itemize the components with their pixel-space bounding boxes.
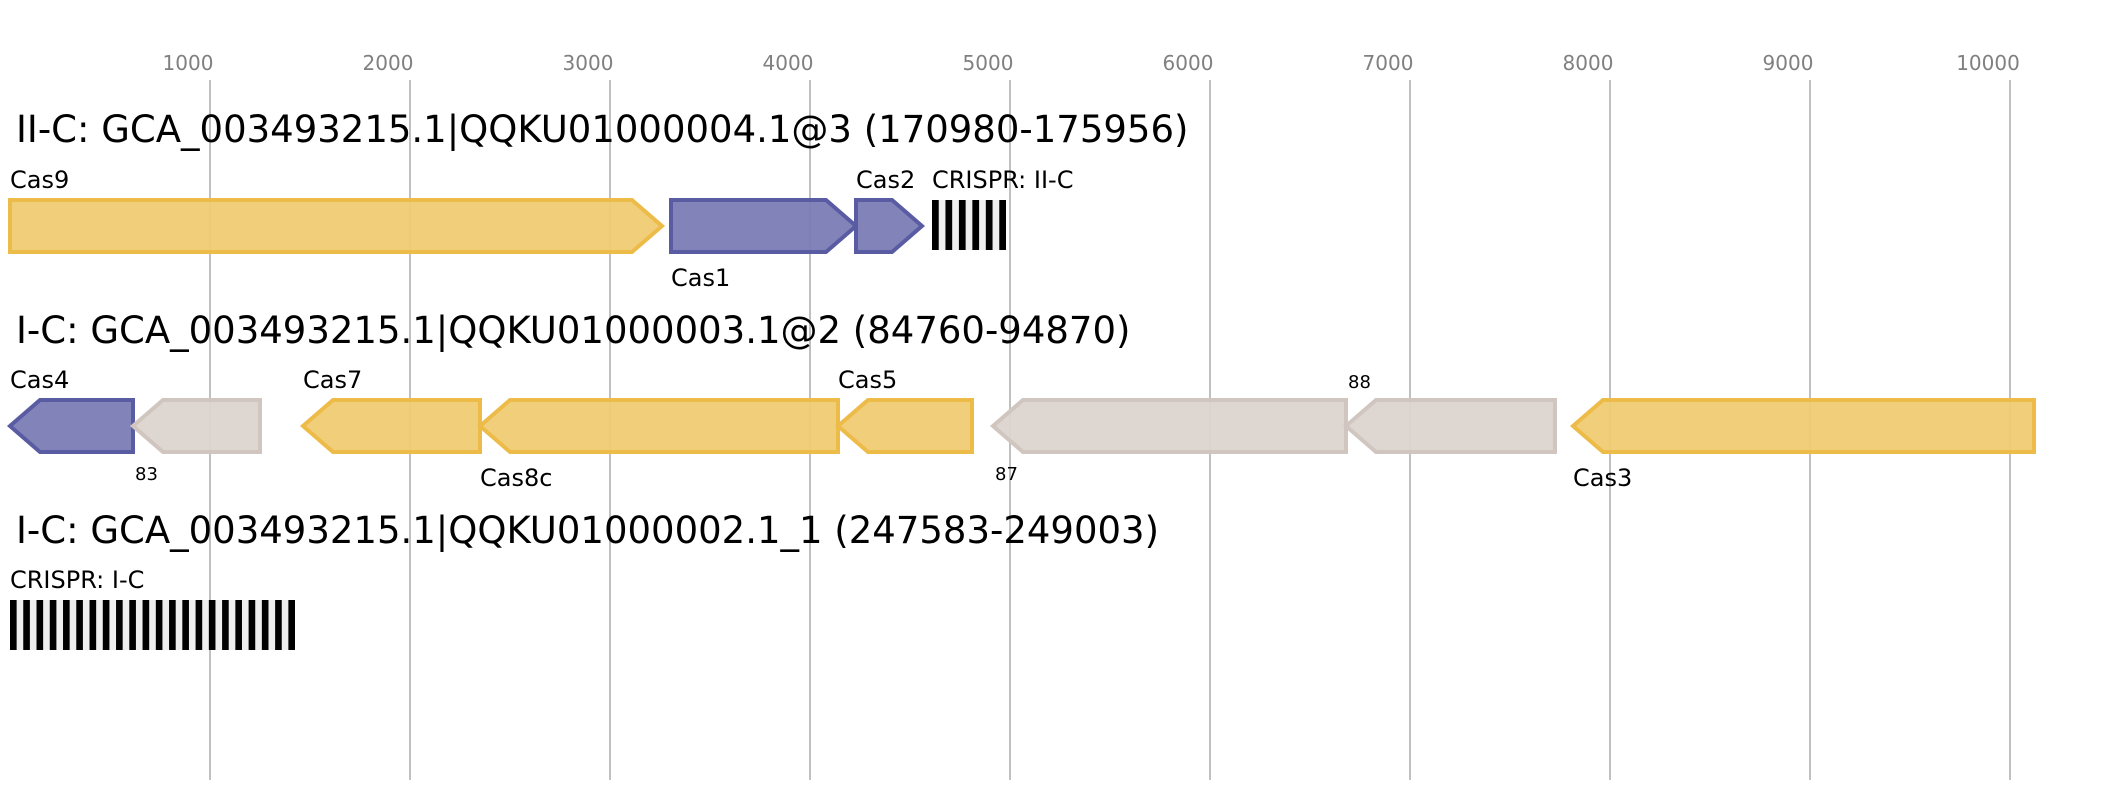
- feature-label: 88: [1348, 372, 1371, 393]
- feature-label: CRISPR: II-C: [932, 166, 1073, 194]
- tick-label: 1000: [163, 51, 214, 75]
- crispr-array[interactable]: [10, 600, 295, 650]
- crispr-repeat: [958, 200, 966, 250]
- gene-87[interactable]: [989, 398, 1348, 454]
- crispr-repeat: [76, 600, 83, 650]
- crispr-repeat: [972, 200, 980, 250]
- tick-label: 5000: [963, 51, 1014, 75]
- crispr-repeat: [142, 600, 150, 650]
- tick-label: 6000: [1163, 51, 1214, 75]
- gene-88[interactable]: [1342, 398, 1557, 454]
- crispr-repeat: [129, 600, 136, 650]
- crispr-repeat: [208, 600, 216, 650]
- crispr-repeat: [63, 600, 70, 650]
- tick-label: 8000: [1563, 51, 1614, 75]
- crispr-repeat: [222, 600, 229, 650]
- crispr-background: [932, 200, 1006, 250]
- tick-label: 7000: [1363, 51, 1414, 75]
- locus: II-C: GCA_003493215.1|QQKU01000004.1@3 (…: [8, 108, 1188, 292]
- gene-cas4[interactable]: [6, 398, 135, 454]
- crispr-repeat: [248, 600, 256, 650]
- feature-label: Cas4: [10, 366, 69, 394]
- gene-cas9[interactable]: [8, 198, 666, 254]
- gene-cas5[interactable]: [834, 398, 974, 454]
- feature-label: Cas7: [303, 366, 362, 394]
- feature-label: Cas9: [10, 166, 69, 194]
- crispr-repeat: [169, 600, 176, 650]
- feature-label: 83: [135, 464, 158, 485]
- crispr-repeat: [275, 600, 282, 650]
- gene-cas1[interactable]: [669, 198, 860, 254]
- crispr-repeat: [102, 600, 110, 650]
- feature-label: Cas1: [671, 264, 730, 292]
- locus-title: I-C: GCA_003493215.1|QQKU01000003.1@2 (8…: [16, 309, 1130, 352]
- axis-ticks: 1000 2000 3000 4000 5000 6000 7000 8000 9000 1000…: [163, 51, 2020, 75]
- crispr-repeat: [116, 600, 123, 650]
- crispr-repeat: [182, 600, 189, 650]
- feature-label: Cas3: [1573, 464, 1632, 492]
- feature-label: 87: [995, 464, 1018, 485]
- locus-title: I-C: GCA_003493215.1|QQKU01000002.1_1 (2…: [16, 509, 1159, 552]
- gene-cas3[interactable]: [1569, 398, 2036, 454]
- tick-label: 9000: [1763, 51, 1814, 75]
- gene-cas7[interactable]: [299, 398, 482, 454]
- tick-label: 2000: [363, 51, 414, 75]
- crispr-repeat: [195, 600, 203, 650]
- locus: I-C: GCA_003493215.1|QQKU01000002.1_1 (2…: [10, 509, 1159, 650]
- crispr-repeat: [36, 600, 44, 650]
- tick-label: 10000: [1956, 51, 2020, 75]
- locus-title: II-C: GCA_003493215.1|QQKU01000004.1@3 (…: [16, 108, 1188, 151]
- crispr-repeat: [23, 600, 30, 650]
- crispr-repeat: [89, 600, 97, 650]
- feature-label: CRISPR: I-C: [10, 566, 144, 594]
- tick-label: 4000: [763, 51, 814, 75]
- crispr-repeat: [932, 200, 939, 250]
- crispr-repeat: [945, 200, 953, 250]
- locus: I-C: GCA_003493215.1|QQKU01000003.1@2 (8…: [6, 309, 2036, 492]
- gene-cas8c[interactable]: [476, 398, 840, 454]
- crispr-repeat: [999, 200, 1006, 250]
- loci: II-C: GCA_003493215.1|QQKU01000004.1@3 (…: [6, 108, 2036, 650]
- crispr-background: [10, 600, 295, 650]
- feature-label: Cas2: [856, 166, 915, 194]
- crispr-array[interactable]: [932, 200, 1006, 250]
- crispr-repeat: [10, 600, 17, 650]
- crispr-repeat: [985, 200, 993, 250]
- crispr-repeat: [155, 600, 163, 650]
- crispr-repeat: [235, 600, 242, 650]
- tick-label: 3000: [563, 51, 614, 75]
- gene-cas2[interactable]: [854, 198, 926, 254]
- feature-label: Cas5: [838, 366, 897, 394]
- crispr-repeat: [49, 600, 57, 650]
- gene-83[interactable]: [129, 398, 262, 454]
- crispr-repeat: [261, 600, 269, 650]
- crispr-repeat: [288, 600, 295, 650]
- feature-label: Cas8c: [480, 464, 552, 492]
